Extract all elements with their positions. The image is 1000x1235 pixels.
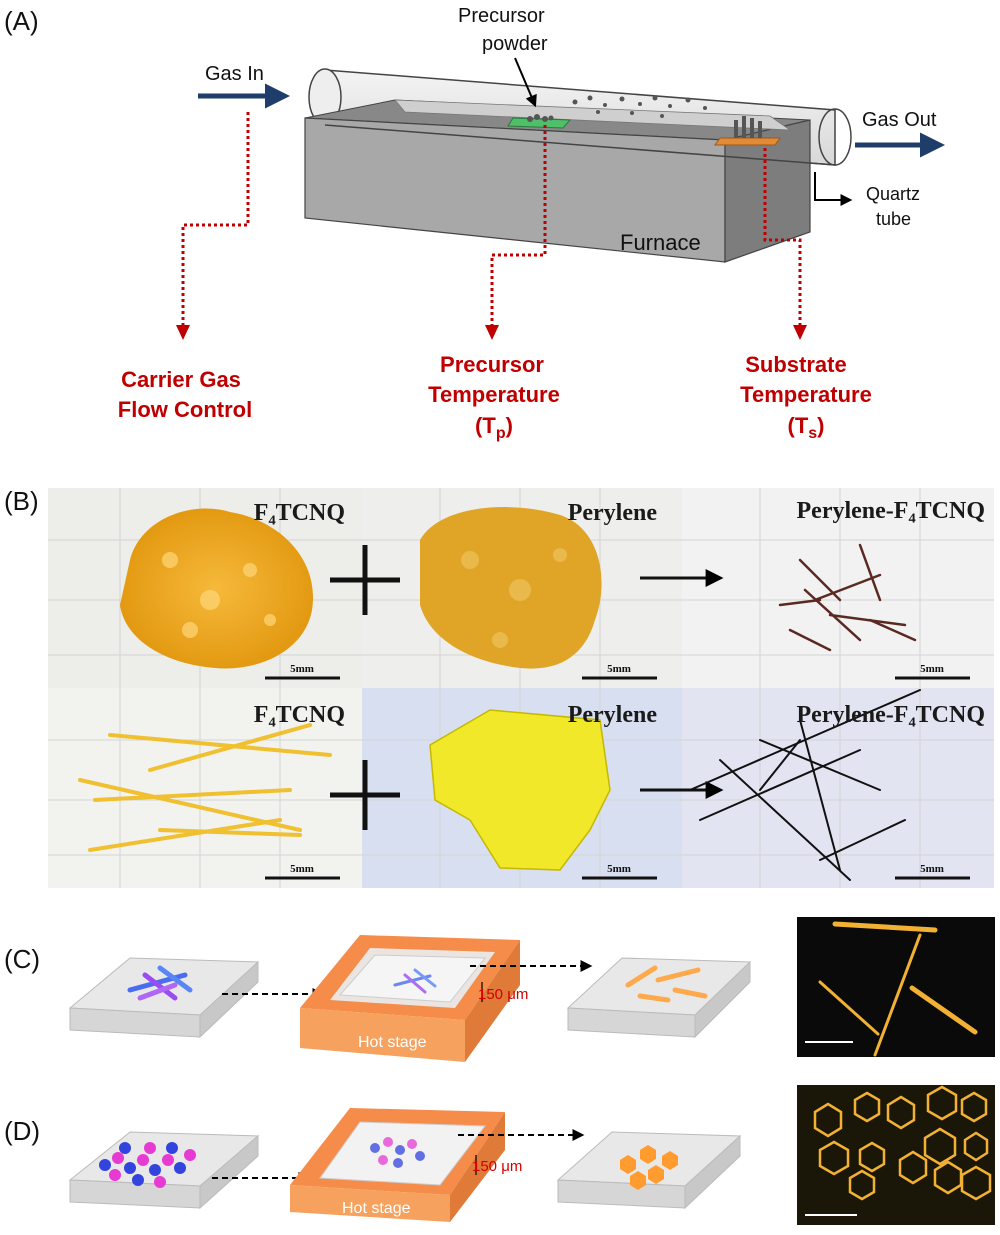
substrate-temp-label-2: Temperature [740, 382, 872, 407]
quartz-pointer [814, 172, 853, 206]
hot-stage-c-label: Hot stage [358, 1034, 427, 1051]
plus-sign-1 [330, 545, 400, 615]
precursor-powder-label-1: Precursor [458, 5, 545, 27]
tube-right-end [818, 108, 852, 166]
carrier-gas-connector [181, 112, 250, 330]
precursor-temp-connector [490, 125, 547, 330]
substrate-temp-connector [763, 148, 802, 330]
svg-text:5mm: 5mm [290, 663, 314, 675]
perylene-crystal [429, 709, 611, 871]
quartz-label-1: Quartz [866, 184, 920, 204]
svg-text:5mm: 5mm [607, 663, 631, 675]
perylene-powder-highlights [461, 548, 567, 648]
carrier-gas-label-1: Carrier Gas [121, 367, 241, 392]
quartz-label-2: tube [876, 209, 911, 229]
tube-front-edge [324, 124, 836, 166]
micrograph-c-rods [818, 921, 978, 1057]
precursor-boat [507, 117, 572, 129]
f4tcnq-powder-highlights [162, 552, 276, 638]
cocrystal-needles-1 [778, 543, 917, 652]
precursor-temp-arrowhead [485, 325, 499, 340]
f4tcnq-crystal-needles [78, 723, 332, 852]
gas-out-label: Gas Out [862, 109, 937, 131]
panel-b-letter: (B) [4, 486, 39, 516]
scale-bars-row1: 5mm 5mm 5mm [265, 663, 970, 680]
panel-d: (D) Hot stage 150 μm [4, 1085, 995, 1225]
cocrystal-hexagons-d [620, 1145, 678, 1190]
substrate-temp-label-1: Substrate [745, 352, 846, 377]
panel-d-letter: (D) [4, 1116, 40, 1146]
inner-shelf [394, 99, 792, 131]
precursor-powder-piles [527, 114, 554, 122]
gap-d-label: 150 μm [472, 1158, 522, 1175]
panel-b: (B) [4, 486, 994, 888]
precursor-temp-label-1: Precursor [440, 352, 544, 377]
precursor-pointer [514, 57, 537, 108]
substrate-crystals [734, 116, 762, 138]
photo-title-cocrystal-2: Perylene-F₄TCNQ [797, 702, 985, 728]
photo-title-f4tcnq-1: F₄TCNQ [254, 500, 345, 526]
hot-stage-d-label: Hot stage [342, 1200, 411, 1217]
photo-title-perylene-1: Perylene [568, 500, 658, 526]
cocrystal-needles-2 [689, 689, 921, 881]
svg-text:5mm: 5mm [920, 663, 944, 675]
substrate-temp-arrowhead [793, 325, 807, 340]
substrate [714, 137, 781, 146]
precursor-temp-symbol: (Tp) [475, 413, 513, 442]
photo-title-perylene-2: Perylene [568, 702, 658, 728]
svg-text:5mm: 5mm [290, 863, 314, 875]
gap-c-label: 150 μm [478, 986, 528, 1003]
substrate-temp-symbol: (Ts) [787, 413, 824, 442]
cocrystal-rods-c [625, 965, 708, 1003]
svg-text:5mm: 5mm [607, 863, 631, 875]
precursor-temp-label-2: Temperature [428, 382, 560, 407]
carrier-gas-label-2: Flow Control [118, 397, 252, 422]
carrier-gas-arrowhead [176, 325, 190, 340]
micrograph-c [797, 917, 995, 1057]
panel-c: (C) Hot stage 150 μm [4, 917, 995, 1062]
vapour-particles [572, 95, 707, 118]
photo-title-cocrystal-1: Perylene-F₄TCNQ [797, 498, 985, 524]
furnace-label: Furnace [620, 230, 701, 255]
panel-c-letter: (C) [4, 944, 40, 974]
panel-a: (A) Furnace Ga [4, 5, 945, 442]
precursor-powder-label-2: powder [482, 33, 548, 55]
micrograph-d-hexagons [813, 1085, 992, 1201]
scale-bars-row2: 5mm 5mm 5mm [265, 863, 970, 880]
precursor-mix-c [127, 965, 193, 1001]
plus-sign-2 [330, 760, 400, 830]
panel-a-letter: (A) [4, 6, 39, 36]
photo-title-f4tcnq-2: F₄TCNQ [254, 702, 345, 728]
gas-in-label: Gas In [205, 63, 264, 85]
precursor-spheres-d [99, 1142, 196, 1188]
svg-text:5mm: 5mm [920, 863, 944, 875]
f4tcnq-powder [120, 508, 314, 669]
